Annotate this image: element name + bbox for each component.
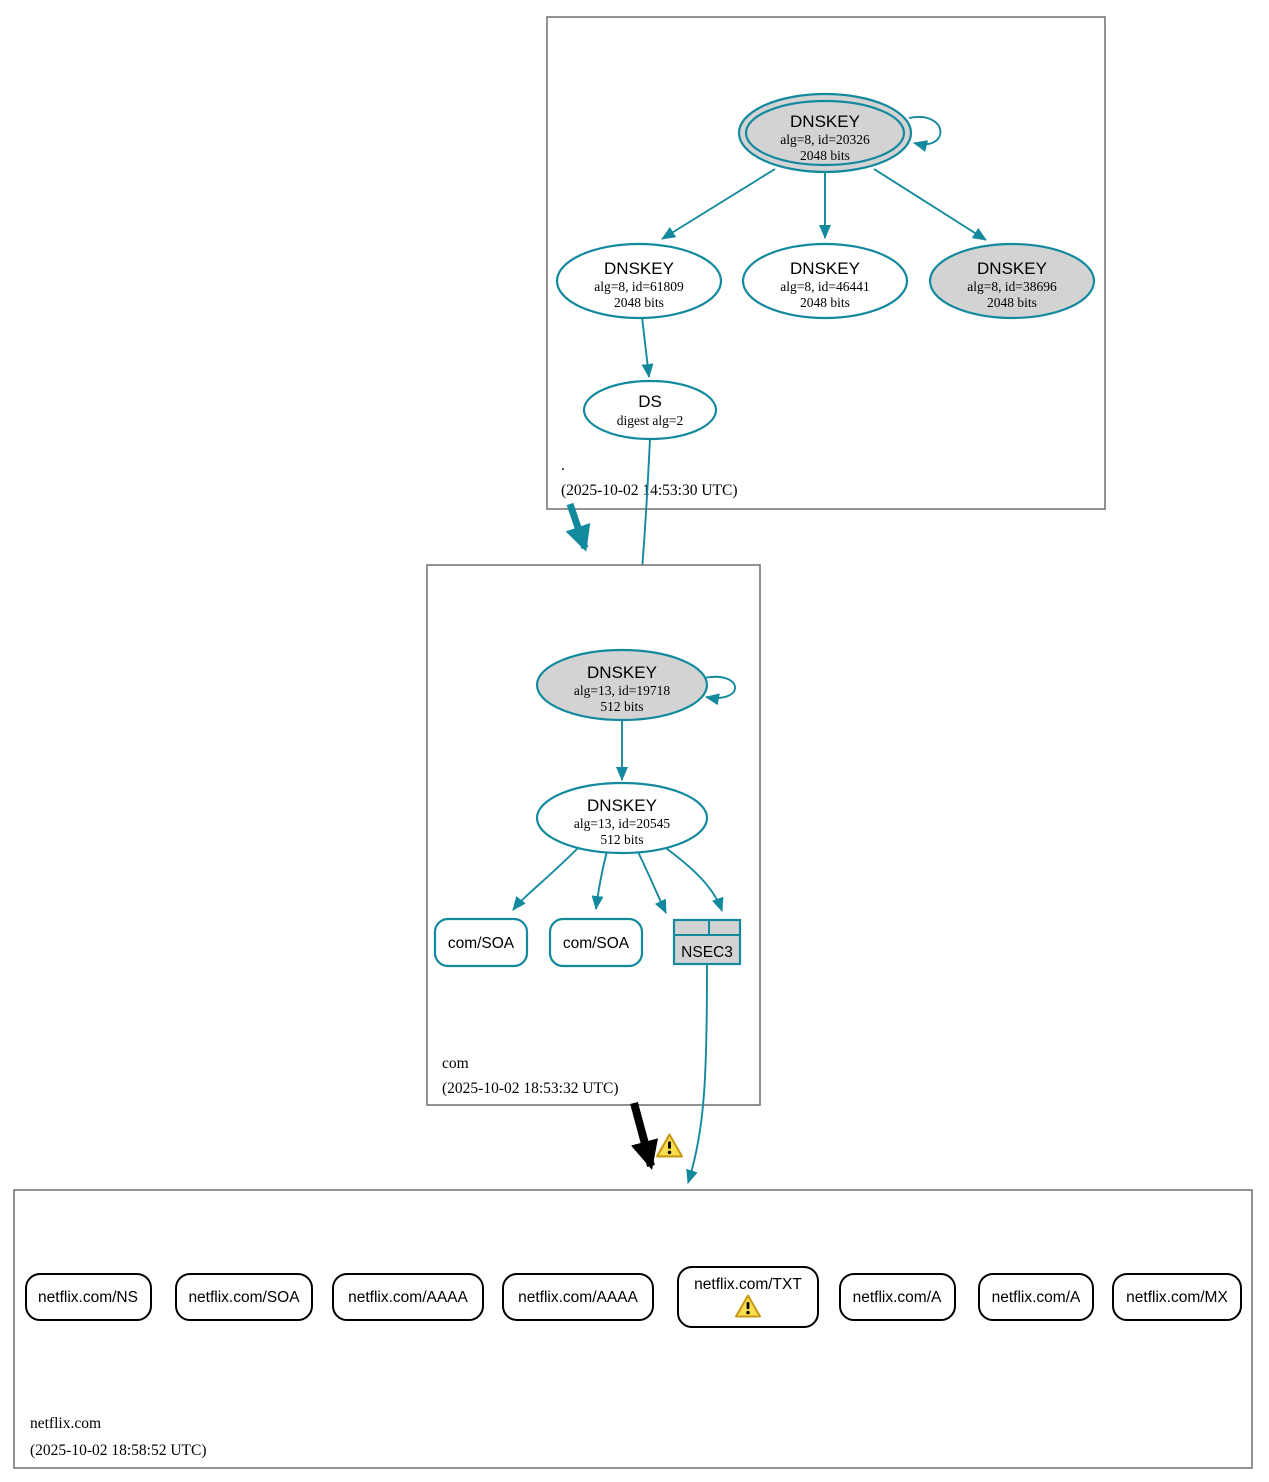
edge-rootksk-to-zsk61809 bbox=[661, 168, 776, 240]
zone-root-timestamp: (2025-10-02 14:53:30 UTC) bbox=[561, 482, 738, 499]
edge-rootksk-to-key38696 bbox=[873, 168, 987, 241]
node-bits: 512 bits bbox=[600, 699, 643, 714]
node-netflix-mx[interactable]: netflix.com/MX bbox=[1112, 1273, 1242, 1321]
node-label: netflix.com/A bbox=[992, 1289, 1081, 1306]
node-bits: 2048 bits bbox=[800, 148, 850, 163]
edge-comzsk-to-nsec3-right bbox=[658, 842, 724, 912]
node-meta: alg=8, id=38696 bbox=[967, 279, 1057, 294]
zone-netflix-name: netflix.com bbox=[30, 1415, 101, 1432]
node-label: netflix.com/TXT bbox=[694, 1276, 802, 1293]
node-label: netflix.com/AAAA bbox=[348, 1289, 468, 1306]
edge-zsk61809-to-ds bbox=[641, 316, 654, 378]
node-netflix-ns[interactable]: netflix.com/NS bbox=[25, 1273, 152, 1321]
node-title: DS bbox=[638, 392, 662, 411]
node-com-soa-1[interactable]: com/SOA bbox=[433, 917, 529, 968]
node-bits: 512 bits bbox=[600, 832, 643, 847]
edge-rootksk-selfloop bbox=[908, 116, 942, 152]
zone-root-name: . bbox=[561, 457, 565, 474]
node-title: DNSKEY bbox=[604, 259, 674, 278]
node-bits: 2048 bits bbox=[614, 295, 664, 310]
node-meta: alg=8, id=61809 bbox=[594, 279, 684, 294]
zone-com: com (2025-10-02 18:53:32 UTC) DNSKEY alg… bbox=[426, 564, 761, 1106]
edge-bogus-delegation-com-to-netflix bbox=[630, 1101, 659, 1170]
node-root-dnskey-46441[interactable]: DNSKEY alg=8, id=46441 2048 bits bbox=[741, 242, 909, 320]
node-title: DNSKEY bbox=[587, 796, 657, 815]
node-netflix-aaaa-2[interactable]: netflix.com/AAAA bbox=[502, 1273, 654, 1321]
node-title: DNSKEY bbox=[790, 112, 860, 131]
node-netflix-a-2[interactable]: netflix.com/A bbox=[978, 1273, 1094, 1321]
node-bits: 2048 bits bbox=[987, 295, 1037, 310]
node-title: DNSKEY bbox=[587, 663, 657, 682]
node-netflix-a-1[interactable]: netflix.com/A bbox=[839, 1273, 956, 1321]
node-root-dnskey-38696[interactable]: DNSKEY alg=8, id=38696 2048 bits bbox=[928, 242, 1096, 320]
node-label: NSEC3 bbox=[681, 944, 733, 961]
node-label: netflix.com/SOA bbox=[188, 1289, 300, 1306]
zone-root: . (2025-10-02 14:53:30 UTC) DNSKEY alg=8… bbox=[546, 16, 1106, 510]
node-netflix-soa[interactable]: netflix.com/SOA bbox=[175, 1273, 313, 1321]
node-com-zsk-dnskey-20545[interactable]: DNSKEY alg=13, id=20545 512 bits bbox=[535, 781, 709, 855]
node-label: netflix.com/NS bbox=[38, 1289, 138, 1306]
node-label: com/SOA bbox=[563, 935, 630, 952]
node-title: DNSKEY bbox=[977, 259, 1047, 278]
node-meta: alg=8, id=46441 bbox=[780, 279, 869, 294]
edge-comzsk-to-soa2 bbox=[591, 850, 608, 910]
node-meta: alg=13, id=20545 bbox=[574, 816, 670, 831]
node-label: netflix.com/A bbox=[853, 1289, 942, 1306]
node-bits: 2048 bits bbox=[800, 295, 850, 310]
node-root-ds[interactable]: DS digest alg=2 bbox=[582, 379, 718, 441]
edge-comzsk-to-nsec3-left bbox=[636, 849, 667, 914]
node-meta: digest alg=2 bbox=[617, 413, 683, 428]
node-meta: alg=8, id=20326 bbox=[780, 132, 870, 147]
edge-comzsk-to-soa1 bbox=[512, 847, 579, 911]
edge-comksk-selfloop bbox=[703, 675, 736, 706]
zone-netflix-timestamp: (2025-10-02 18:58:52 UTC) bbox=[30, 1442, 207, 1459]
warning-icon bbox=[656, 1133, 683, 1158]
zone-netflix-border bbox=[13, 1189, 1253, 1469]
node-netflix-txt[interactable]: netflix.com/TXT bbox=[677, 1266, 819, 1328]
zone-com-name: com bbox=[442, 1055, 469, 1072]
node-title: DNSKEY bbox=[790, 259, 860, 278]
node-meta: alg=13, id=19718 bbox=[574, 683, 670, 698]
zone-com-timestamp: (2025-10-02 18:53:32 UTC) bbox=[442, 1080, 619, 1097]
edge-secure-delegation-root-to-com bbox=[565, 502, 591, 552]
node-com-nsec3[interactable]: NSEC3 bbox=[672, 918, 742, 966]
node-netflix-aaaa-1[interactable]: netflix.com/AAAA bbox=[332, 1273, 484, 1321]
node-label: netflix.com/AAAA bbox=[518, 1289, 638, 1306]
node-root-ksk-dnskey-20326[interactable]: DNSKEY alg=8, id=20326 2048 bits bbox=[737, 92, 913, 174]
node-com-ksk-dnskey-19718[interactable]: DNSKEY alg=13, id=19718 512 bits bbox=[535, 648, 709, 722]
node-root-zsk-dnskey-61809[interactable]: DNSKEY alg=8, id=61809 2048 bits bbox=[555, 242, 723, 320]
node-label: com/SOA bbox=[448, 935, 515, 952]
node-com-soa-2[interactable]: com/SOA bbox=[548, 917, 644, 968]
node-label: netflix.com/MX bbox=[1126, 1289, 1228, 1306]
zone-netflix: netflix.com (2025-10-02 18:58:52 UTC) ne… bbox=[13, 1189, 1253, 1469]
edge-nsec3-to-netflix bbox=[686, 964, 708, 1184]
